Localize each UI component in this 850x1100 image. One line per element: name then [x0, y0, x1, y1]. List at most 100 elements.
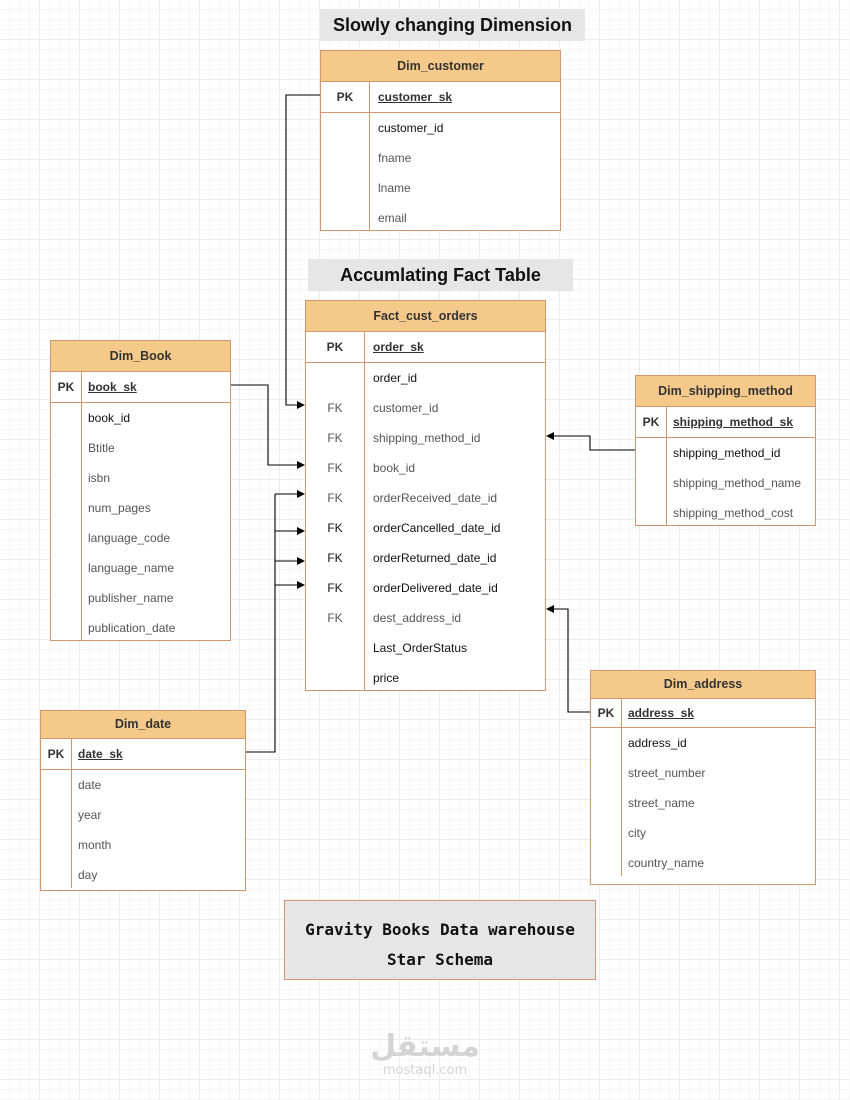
dim-date-header: Dim_date — [41, 711, 245, 739]
dest-address-id-fk-row: FK dest_address_id — [306, 603, 545, 633]
country-name-field: country_name — [628, 856, 705, 870]
lname-field: lname — [378, 181, 411, 195]
order-delivered-date-id-fk-field: orderDelivered_date_id — [373, 581, 498, 595]
shipping-method-id-fk-field: shipping_method_id — [373, 431, 481, 445]
price-row: price — [306, 663, 545, 693]
order-delivered-date-id-fk-row: FK orderDelivered_date_id — [306, 573, 545, 603]
dim-date-table: Dim_date PK date_sk date year month day — [40, 710, 246, 891]
publisher-name-row: publisher_name — [51, 583, 230, 613]
book-id-field: book_id — [88, 411, 131, 425]
language-code-row: language_code — [51, 523, 230, 553]
email-row: email — [321, 203, 560, 233]
pk-label: PK — [47, 747, 65, 761]
pk-label: PK — [57, 380, 75, 394]
pk-label: PK — [597, 706, 615, 720]
caption-line-1: Gravity Books Data warehouse — [305, 920, 575, 939]
caption-line-2: Star Schema — [387, 950, 493, 969]
dim-book-table: Dim_Book PK book_sk book_id Btitle isbn … — [50, 340, 231, 641]
year-field: year — [78, 808, 102, 822]
fk-label: FK — [327, 491, 343, 505]
fk-label: FK — [327, 431, 343, 445]
lname-row: lname — [321, 173, 560, 203]
fact-section-title: Accumlating Fact Table — [308, 259, 573, 291]
dim-book-pk-row: PK book_sk — [51, 372, 230, 403]
fk-label: FK — [327, 401, 343, 415]
fk-label: FK — [327, 461, 343, 475]
language-name-row: language_name — [51, 553, 230, 583]
isbn-row: isbn — [51, 463, 230, 493]
book-id-fk-row: FK book_id — [306, 453, 545, 483]
btitle-row: Btitle — [51, 433, 230, 463]
fname-field: fname — [378, 151, 412, 165]
date-sk-field: date_sk — [78, 747, 123, 761]
year-row: year — [41, 800, 245, 830]
dim-book-header: Dim_Book — [51, 341, 230, 372]
book-relationship-line — [230, 384, 305, 469]
address-id-field: address_id — [628, 736, 687, 750]
book-sk-field: book_sk — [88, 380, 137, 394]
customer-id-fk-field: customer_id — [373, 401, 439, 415]
dim-customer-pk-row: PK customer_sk — [321, 82, 560, 113]
city-row: city — [591, 818, 815, 848]
order-received-date-id-fk-field: orderReceived_date_id — [373, 491, 498, 505]
country-name-row: country_name — [591, 848, 815, 878]
dim-shipping-method-pk-row: PK shipping_method_sk — [636, 407, 815, 438]
shipping-method-cost-row: shipping_method_cost — [636, 498, 815, 528]
city-field: city — [628, 826, 646, 840]
address-sk-field: address_sk — [628, 706, 695, 720]
fact-pk-row: PK order_sk — [306, 332, 545, 363]
fname-row: fname — [321, 143, 560, 173]
dim-shipping-method-table: Dim_shipping_method PK shipping_method_s… — [635, 375, 816, 526]
customer-id-row: customer_id — [321, 113, 560, 143]
isbn-field: isbn — [88, 471, 111, 485]
schema-caption: Gravity Books Data warehouse Star Schema — [284, 900, 596, 980]
dim-customer-table: Dim_customer PK customer_sk customer_id … — [320, 50, 561, 231]
last-order-status-row: Last_OrderStatus — [306, 633, 545, 663]
dim-date-pk-row: PK date_sk — [41, 739, 245, 770]
publisher-name-field: publisher_name — [88, 591, 174, 605]
date-relationship-line — [245, 494, 276, 753]
dim-address-header: Dim_address — [591, 671, 815, 699]
mostaql-watermark: مستقل mostaql.com — [370, 1030, 480, 1078]
date-row: date — [41, 770, 245, 800]
fk-label: FK — [327, 581, 343, 595]
address-id-row: address_id — [591, 728, 815, 758]
customer-sk-field: customer_sk — [378, 90, 453, 104]
fk-label: FK — [327, 611, 343, 625]
street-name-row: street_name — [591, 788, 815, 818]
shipping-method-relationship-line — [546, 432, 635, 451]
order-returned-date-id-fk-field: orderReturned_date_id — [373, 551, 497, 565]
fact-cust-orders-table: Fact_cust_orders PK order_sk order_id FK… — [305, 300, 546, 691]
publication-date-row: publication_date — [51, 613, 230, 643]
street-name-field: street_name — [628, 796, 695, 810]
book-id-row: book_id — [51, 403, 230, 433]
shipping-method-id-field: shipping_method_id — [673, 446, 781, 460]
num-pages-field: num_pages — [88, 501, 151, 515]
day-row: day — [41, 860, 245, 890]
date-field: date — [78, 778, 102, 792]
street-number-row: street_number — [591, 758, 815, 788]
address-relationship-line — [546, 605, 590, 713]
order-id-row: order_id — [306, 363, 545, 393]
dim-address-table: Dim_address PK address_sk address_id str… — [590, 670, 816, 885]
pk-label: PK — [642, 415, 660, 429]
shipping-method-cost-field: shipping_method_cost — [673, 506, 794, 520]
order-received-date-id-fk-row: FK orderReceived_date_id — [306, 483, 545, 513]
shipping-method-id-row: shipping_method_id — [636, 438, 815, 468]
dest-address-id-fk-field: dest_address_id — [373, 611, 462, 625]
customer-id-fk-row: FK customer_id — [306, 393, 545, 423]
shipping-method-name-field: shipping_method_name — [673, 476, 802, 490]
email-field: email — [378, 211, 407, 225]
shipping-method-id-fk-row: FK shipping_method_id — [306, 423, 545, 453]
shipping-method-name-row: shipping_method_name — [636, 468, 815, 498]
last-order-status-field: Last_OrderStatus — [373, 641, 468, 655]
order-returned-date-id-fk-row: FK orderReturned_date_id — [306, 543, 545, 573]
watermark-latin: mostaql.com — [382, 1063, 468, 1078]
num-pages-row: num_pages — [51, 493, 230, 523]
customer-relationship-line — [285, 94, 320, 409]
shipping-method-sk-field: shipping_method_sk — [673, 415, 794, 429]
month-row: month — [41, 830, 245, 860]
day-field: day — [78, 868, 98, 882]
fk-label: FK — [327, 551, 343, 565]
